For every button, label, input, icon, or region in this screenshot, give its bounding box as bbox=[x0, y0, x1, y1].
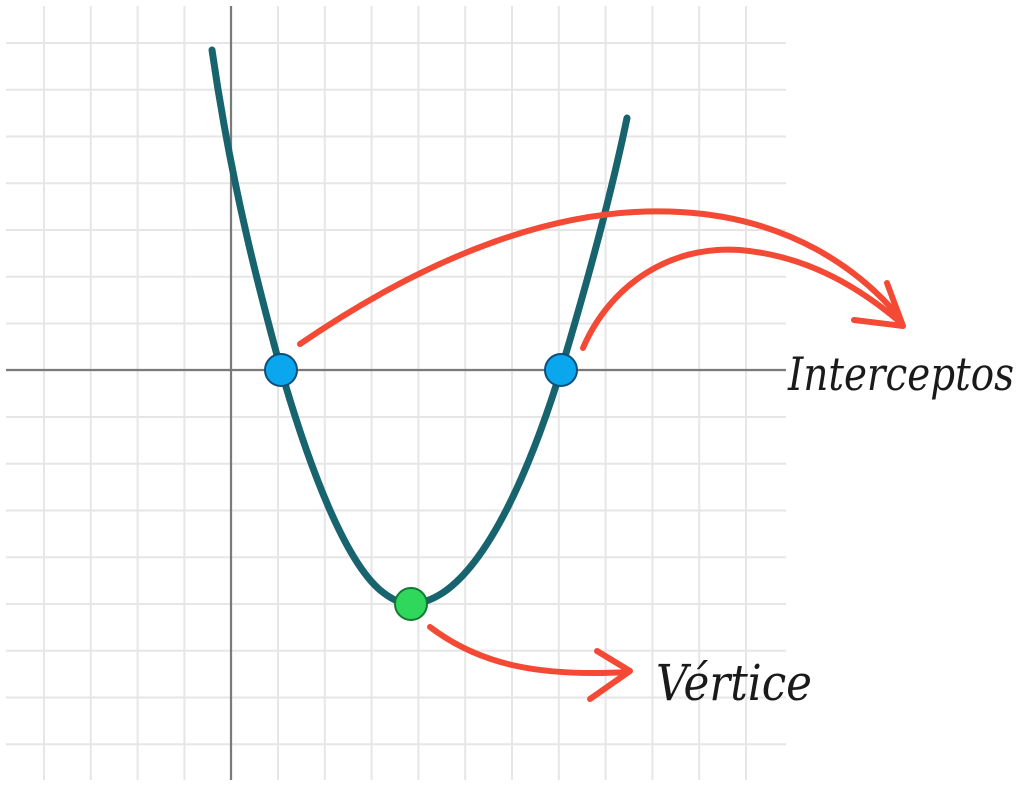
arrow-right-intercept bbox=[580, 246, 903, 351]
left-intercept-point bbox=[264, 353, 298, 387]
arrow-left-intercept bbox=[297, 208, 903, 347]
intercept-arrowhead bbox=[851, 280, 906, 329]
vertex-label: Vértice bbox=[656, 654, 812, 712]
grid bbox=[6, 6, 786, 780]
parabola-curve bbox=[208, 46, 631, 608]
right-intercept-point bbox=[544, 353, 578, 387]
vertex-arrow bbox=[427, 624, 633, 702]
vertex-arrow-line bbox=[427, 624, 631, 677]
intercept-arrows bbox=[297, 208, 906, 351]
vertex-arrowhead bbox=[587, 648, 633, 702]
intercepts-label: Interceptos bbox=[787, 347, 1014, 401]
vertex-point bbox=[394, 587, 428, 621]
